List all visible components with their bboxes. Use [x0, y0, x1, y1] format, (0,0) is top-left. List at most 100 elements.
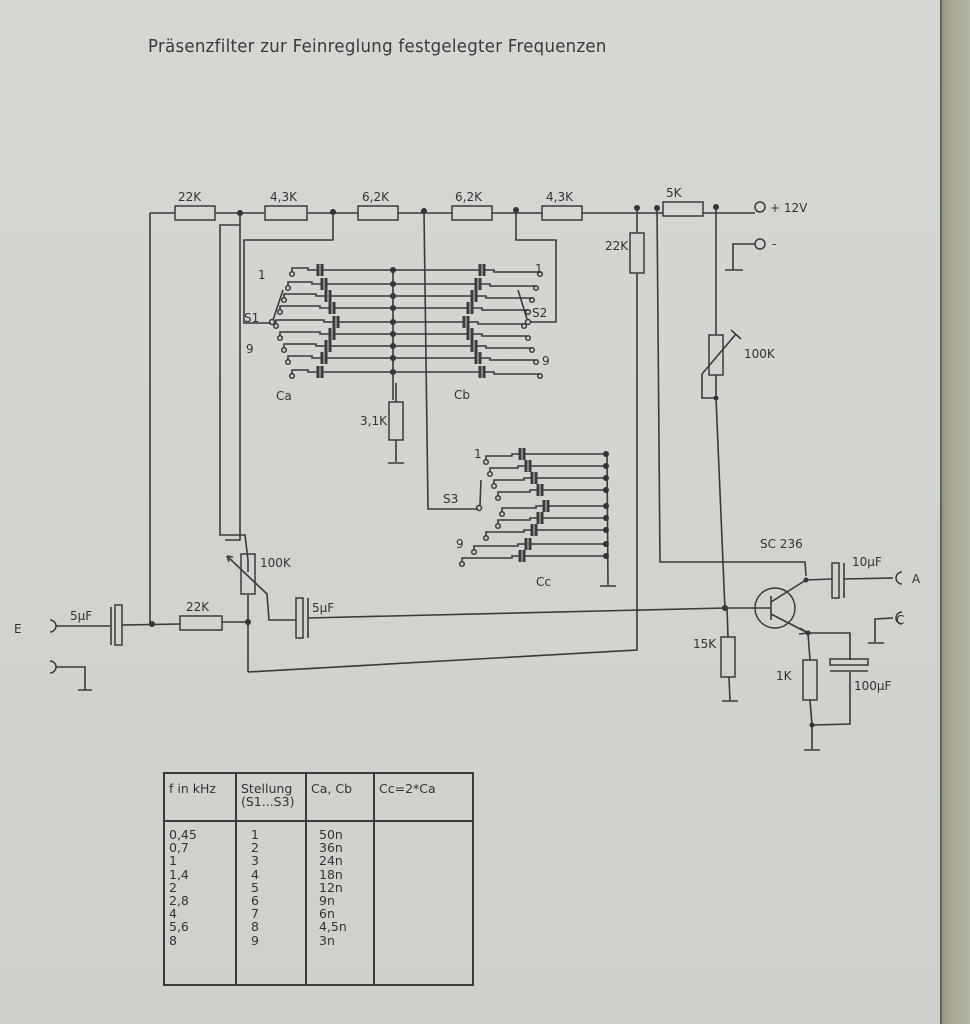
resistor-22k-vertical-label: 22K [605, 239, 629, 253]
bank-ab-wire [291, 267, 540, 273]
switch-s3-contact [490, 482, 498, 490]
table-cell-cab: 12n [319, 879, 343, 895]
resistor-15k: 15K [693, 607, 738, 702]
bank-c-junction [603, 541, 609, 547]
capacitor-input-label: 5µF [70, 609, 92, 623]
switch-s1-contact [284, 284, 292, 292]
capacitor-bank-cc [458, 448, 609, 568]
capacitor-input-5uf: 5µF [70, 604, 181, 646]
switch-s1-contact [276, 308, 284, 316]
table-cell-cab: 24n [319, 853, 343, 869]
switch-s3-position-last: 9 [456, 537, 464, 551]
resistor-input-22k-label: 22K [186, 600, 210, 614]
bank-c-wire [489, 465, 606, 472]
bank-ab-wire [279, 305, 528, 311]
switch-s2-contact [532, 284, 540, 292]
switch-s2-contact [524, 334, 532, 342]
table-cell-stellung: 7 [251, 906, 259, 922]
table-cell-stellung: 5 [251, 879, 259, 895]
bank-ab-wire [287, 355, 536, 361]
resistor-top-22k: 22K [174, 190, 216, 221]
switch-s1-label: S1 [244, 311, 259, 325]
resistor-5k-label: 5K [666, 186, 683, 200]
switch-s3-contact [482, 534, 490, 542]
bank-c-junction [603, 451, 609, 457]
switch-s2-contact [520, 322, 528, 330]
table-cell-stellung: 8 [251, 919, 259, 935]
bank-ab-wire [283, 343, 532, 349]
table-cell-f: 8 [169, 932, 177, 948]
bank-c-junction [603, 475, 609, 481]
resistor-top-4k3-b: 4,3K [541, 190, 583, 221]
bank-c-junction [603, 503, 609, 509]
switch-s3-contact [498, 510, 506, 518]
switch-s2-contact [536, 270, 544, 278]
capacitor-banks-ca-cb [272, 264, 544, 380]
switch-s2-position-first: 1 [535, 262, 543, 276]
potentiometer-right-label: 100K [744, 347, 776, 361]
bank-c-wire [497, 489, 606, 496]
resistor-top-4k3-a: 4,3K [264, 190, 308, 221]
resistor-top-6k2-a-label: 6,2K [362, 190, 390, 204]
switch-s2-wiring: S2 1 9 [515, 210, 557, 368]
bank-c-junction [603, 487, 609, 493]
bank-c-wire [473, 543, 606, 550]
output-terminal-label: A [912, 572, 921, 586]
table-cell-f: 2,8 [169, 893, 189, 909]
page-edge-background [940, 0, 970, 1024]
capacitor-output-label: 10µF [852, 555, 882, 569]
resistor-top-6k2-b-label: 6,2K [455, 190, 483, 204]
bank-c-wire [497, 517, 606, 524]
table-cell-cab: 18n [319, 866, 343, 882]
input-terminal-label: E [14, 622, 22, 636]
output-terminal-c: C [868, 611, 904, 644]
switch-s2-contact [528, 296, 536, 304]
potentiometer-right: 100K [701, 207, 776, 611]
capacitor-bank-cb-label: Cb [454, 388, 470, 402]
bank-c-wire [493, 477, 606, 484]
switch-s2-contact [524, 308, 532, 316]
frequency-table: f in kHz Stellung (S1...S3) Ca, Cb Cc=2*… [163, 772, 474, 986]
switch-s3-position-first: 1 [474, 447, 482, 461]
switch-s3-contact [470, 548, 478, 556]
table-cell-cab: 3n [319, 932, 335, 948]
bank-ab-wire [275, 319, 524, 325]
table-cell-stellung: 9 [251, 932, 259, 948]
capacitor-bank-cc-label: Cc [536, 575, 551, 589]
table-cell-f: 0,7 [169, 840, 189, 856]
resistor-15k-label: 15K [693, 637, 717, 651]
bank-ab-wire [287, 281, 536, 287]
bank-ab-wire [283, 293, 532, 299]
switch-s3-contact [458, 560, 466, 568]
switch-s3-contact [494, 494, 502, 502]
table-cell-cab: 6n [319, 906, 335, 922]
resistor-5k: 5K [662, 186, 704, 217]
switch-s1-contact [272, 322, 280, 330]
switch-s2-contact [528, 346, 536, 354]
switch-s3-contact [494, 522, 502, 530]
resistor-1k: 1K [776, 632, 851, 751]
resistor-top-22k-label: 22K [178, 190, 202, 204]
bank-c-wire [461, 555, 606, 562]
potentiometer-left-label: 100K [260, 556, 292, 570]
table-cell-f: 4 [169, 906, 177, 922]
resistor-top-6k2-b: 6,2K [451, 190, 493, 221]
table-cell-stellung: 6 [251, 893, 259, 909]
resistor-1k-label: 1K [776, 669, 793, 683]
bank-c-wire [485, 453, 606, 460]
input-junction [149, 621, 155, 627]
supply-plus-label: + 12V [770, 201, 808, 215]
switch-s2-contact [532, 358, 540, 366]
header-cc: Cc=2*Ca [373, 773, 474, 822]
switch-s3-contact [486, 470, 494, 478]
switch-s1-contact [284, 358, 292, 366]
switch-s1-contact [280, 346, 288, 354]
collector-feed-wire [656, 207, 807, 577]
capacitor-emitter-label: 100µF [854, 679, 892, 693]
resistor-top-4k3-a-label: 4,3K [270, 190, 298, 204]
bank-c-wire [485, 529, 606, 536]
table-cell-f: 0,45 [169, 827, 197, 842]
switch-s2-position-last: 9 [542, 354, 550, 368]
